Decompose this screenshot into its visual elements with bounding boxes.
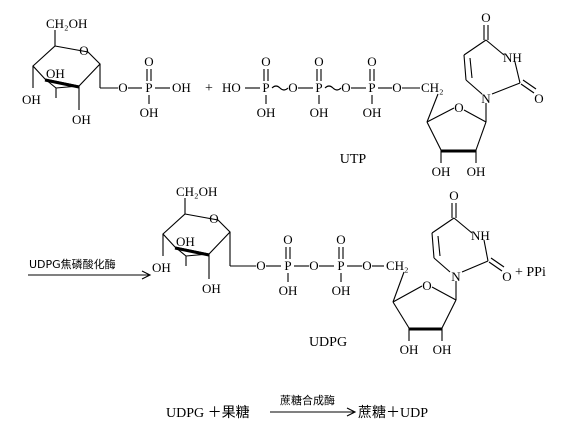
glucose-ch2oh-label: CH₂OH [46, 16, 87, 31]
utp-base-nh-label: NH [503, 50, 522, 65]
udpg-o3-label: O [362, 258, 371, 273]
udpg-sugar-oh2-label: OH [433, 342, 452, 357]
plus-sign-1: + [205, 81, 213, 96]
reaction-2-right: 蔗糖＋UDP [358, 405, 428, 421]
utp-double-o2-label: O [314, 54, 323, 69]
reaction-2-left: UDPG ＋果糖 [166, 405, 250, 421]
glucose-oh-mid-label: OH [46, 66, 65, 81]
udpg-double-o1-label: O [283, 232, 292, 247]
glucose-o-link-label: O [118, 80, 127, 95]
utp-sugar-oh2-label: OH [467, 164, 486, 179]
utp-double-o1-label: O [261, 54, 270, 69]
reaction-1-arrow: UDPG焦磷酸化酶 [28, 257, 152, 280]
udpg-oh-mid-label: OH [176, 234, 195, 249]
utp-p1-label: P [262, 80, 269, 95]
udpg-sugar-o-label: O [422, 278, 431, 293]
udpg-name-caption: UDPG [309, 335, 347, 350]
utp-p2-label: P [315, 80, 322, 95]
glucose-oh-left-label: OH [22, 92, 41, 107]
glucose-p-label: P [145, 80, 152, 95]
utp-ch2-label: CH₂ [421, 80, 444, 95]
glucose-p-double-o-label: O [144, 54, 153, 69]
utp-base-o-top-label: O [481, 10, 490, 25]
glucose-p-oh-bottom-label: OH [140, 105, 159, 120]
utp-ho-left-label: HO [222, 80, 241, 95]
reaction-1-enzyme-label: UDPG焦磷酸化酶 [29, 257, 116, 271]
utp-oh2-label: OH [310, 105, 329, 120]
utp-base-o-right-label: O [534, 91, 543, 106]
utp-oh1-label: OH [257, 105, 276, 120]
utp-p3-label: P [368, 80, 375, 95]
utp-o2-label: O [341, 80, 350, 95]
udpg-ch2oh-label: CH₂OH [176, 184, 217, 199]
utp-sugar-o-label: O [454, 100, 463, 115]
glucose-phosphate-structure: CH₂OH O OH OH OH O P O OH OH [22, 16, 191, 127]
udpg-base-o-right-label: O [502, 269, 511, 284]
udpg-oh-left-label: OH [152, 260, 171, 275]
udpg-double-o2-label: O [336, 232, 345, 247]
utp-o1-label: O [288, 80, 297, 95]
udpg-ring-o-label: O [209, 211, 218, 226]
udpg-oh2-label: OH [332, 283, 351, 298]
utp-sugar-oh1-label: OH [432, 164, 451, 179]
utp-double-o3-label: O [367, 54, 376, 69]
udpg-o2-label: O [309, 258, 318, 273]
reaction-2-equation: UDPG ＋果糖 蔗糖合成酶 蔗糖＋UDP [166, 393, 428, 421]
udpg-o1-label: O [256, 258, 265, 273]
udpg-oh-bottom-label: OH [202, 281, 221, 296]
udpg-structure: CH₂OH O OH OH OH O P O P O O O OH OH CH₂… [152, 184, 512, 357]
utp-name-caption: UTP [340, 152, 367, 167]
utp-oh3-label: OH [363, 105, 382, 120]
udpg-base-o-top-label: O [449, 188, 458, 203]
udpg-p1-label: P [284, 258, 291, 273]
udpg-oh1-label: OH [279, 283, 298, 298]
glucose-p-oh-right-label: OH [172, 80, 191, 95]
udpg-base-n-label: N [451, 269, 461, 284]
utp-structure: HO P O P O P O O O O OH OH OH CH₂ O OH O… [222, 10, 544, 179]
udpg-base-nh-label: NH [471, 228, 490, 243]
utp-o3-label: O [392, 80, 401, 95]
udpg-sugar-oh1-label: OH [400, 342, 419, 357]
reaction-2-enzyme-label: 蔗糖合成酶 [280, 393, 335, 407]
glucose-oh-bottom-label: OH [72, 112, 91, 127]
glucose-ring-o-label: O [79, 43, 88, 58]
udpg-ch2-label: CH₂ [386, 258, 409, 273]
utp-base-n-label: N [481, 91, 491, 106]
udpg-p2-label: P [337, 258, 344, 273]
plus-ppi-label: + PPi [515, 265, 546, 280]
